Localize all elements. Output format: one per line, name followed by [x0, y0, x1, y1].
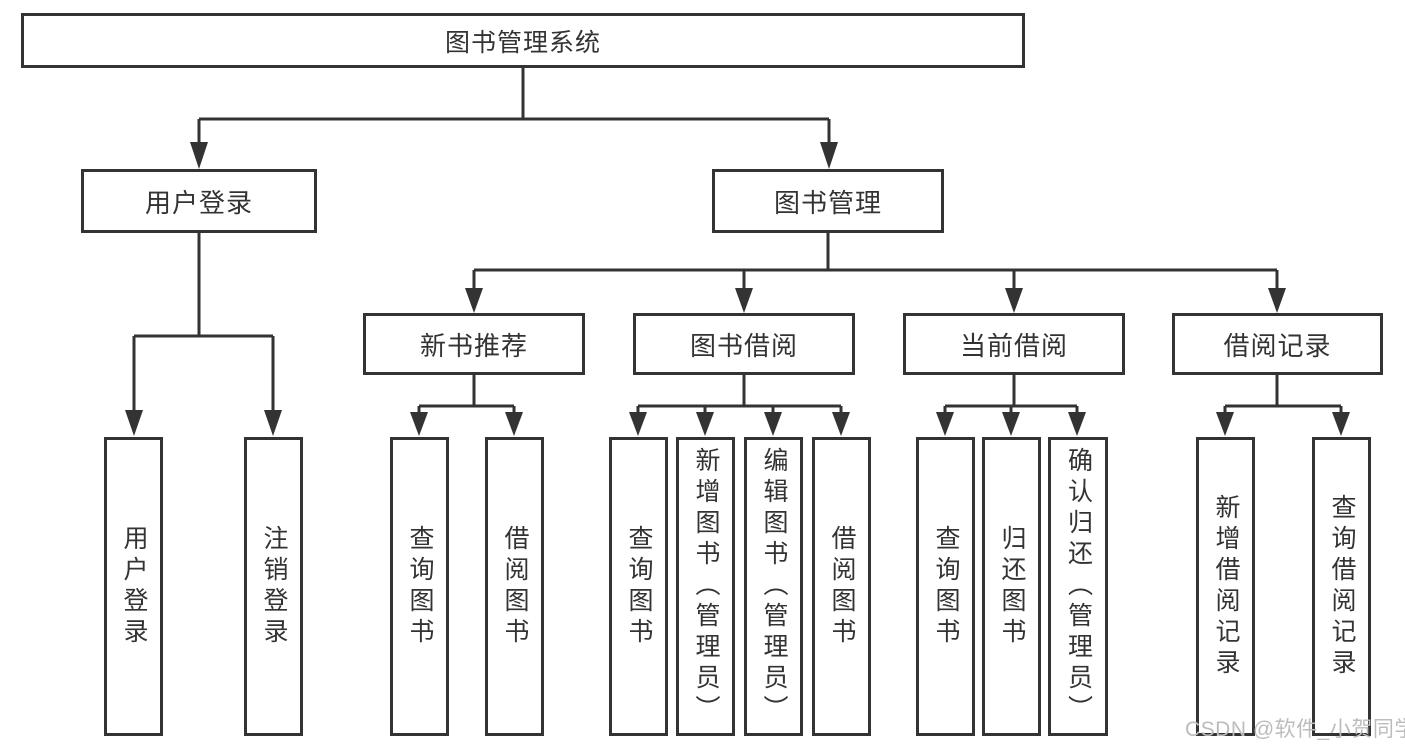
leaf-query-books-borrow: 查询图书: [609, 437, 668, 736]
node-new-book-recommend: 新书推荐: [363, 313, 585, 375]
leaf-query-borrow-record-label: 查询借阅记录: [1328, 493, 1356, 680]
leaf-user-login-label: 用户登录: [120, 524, 148, 649]
leaf-add-book-admin-label: 新增图书（管理员）: [692, 447, 720, 726]
connector-new-book-recommend-children: [410, 375, 523, 436]
leaf-borrow-books: 借阅图书: [812, 437, 871, 736]
leaf-borrow-books-recommend: 借阅图书: [485, 437, 544, 736]
node-book-borrow: 图书借阅: [633, 313, 855, 375]
leaf-add-borrow-record-label: 新增借阅记录: [1212, 493, 1240, 680]
watermark: CSDN @软件_小贺同学: [1185, 718, 1405, 741]
node-root: 图书管理系统: [21, 13, 1025, 68]
leaf-edit-book-admin-label: 编辑图书（管理员）: [760, 447, 788, 726]
node-borrow-records: 借阅记录: [1172, 313, 1383, 375]
leaf-edit-book-admin: 编辑图书（管理员）: [744, 437, 803, 736]
connector-root-to-level2: [190, 68, 838, 169]
leaf-logout: 注销登录: [244, 437, 303, 736]
leaf-logout-label: 注销登录: [260, 524, 288, 649]
leaf-query-books-current-label: 查询图书: [932, 524, 960, 649]
connector-current-borrow-children: [936, 375, 1086, 436]
leaf-confirm-return-admin: 确认归还（管理员）: [1048, 437, 1108, 736]
node-user-login: 用户登录: [81, 169, 317, 233]
connector-book-borrow-children: [629, 375, 850, 436]
leaf-query-books-current: 查询图书: [916, 437, 975, 736]
leaf-return-books: 归还图书: [982, 437, 1041, 736]
leaf-confirm-return-admin-label: 确认归还（管理员）: [1064, 447, 1093, 726]
connector-user-login-children: [125, 233, 282, 436]
connector-borrow-records-children: [1216, 375, 1350, 436]
leaf-add-book-admin: 新增图书（管理员）: [676, 437, 735, 736]
node-current-borrow: 当前借阅: [903, 313, 1125, 375]
leaf-borrow-books-recommend-label: 借阅图书: [501, 524, 529, 649]
node-book-management: 图书管理: [712, 169, 944, 233]
connector-book-management-children: [465, 233, 1286, 313]
leaf-query-books-recommend-label: 查询图书: [406, 524, 434, 649]
leaf-query-borrow-record: 查询借阅记录: [1312, 437, 1371, 736]
leaf-user-login: 用户登录: [104, 437, 163, 736]
leaf-query-books-borrow-label: 查询图书: [625, 524, 653, 649]
leaf-add-borrow-record: 新增借阅记录: [1196, 437, 1255, 736]
leaf-query-books-recommend: 查询图书: [390, 437, 449, 736]
leaf-borrow-books-label: 借阅图书: [828, 524, 856, 649]
leaf-return-books-label: 归还图书: [998, 524, 1026, 649]
